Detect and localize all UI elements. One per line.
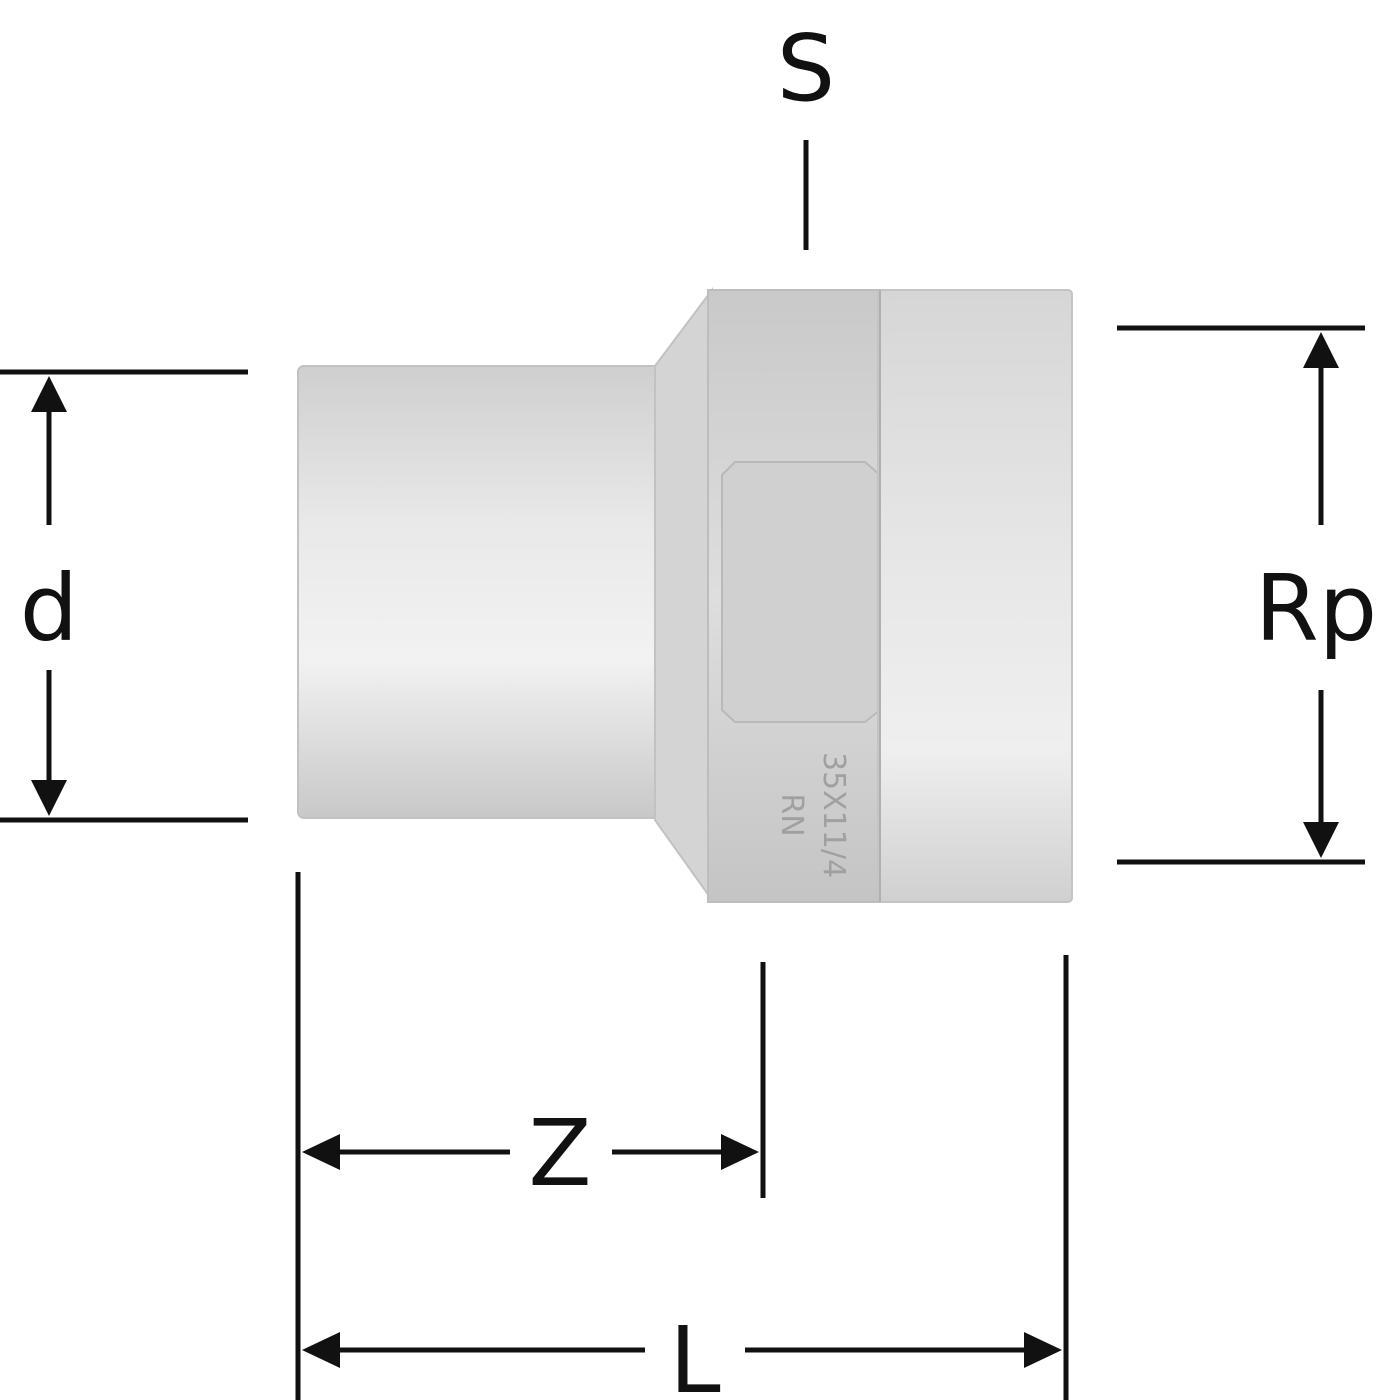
dimension-s: S [777,15,835,250]
embossed-marking: RN 35X11/4 [774,752,851,878]
dimension-d: d [0,369,248,823]
label-l: L [669,1307,720,1400]
hex-facet [721,461,881,723]
label-rp: Rp [1255,555,1377,662]
press-fitting-adapter: RN 35X11/4 [297,287,1073,904]
threaded-sleeve [877,289,1073,903]
pipe-spigot [297,365,669,819]
marking-line-2: 35X11/4 [816,752,851,878]
taper-shoulder [654,287,713,904]
dimension-z: Z [295,872,766,1400]
label-z: Z [528,1100,591,1207]
label-s: S [777,15,835,122]
dimension-rp: Rp [1117,325,1377,865]
dimension-l: L [302,955,1069,1400]
marking-line-1: RN [774,793,809,836]
label-d: d [20,555,78,662]
